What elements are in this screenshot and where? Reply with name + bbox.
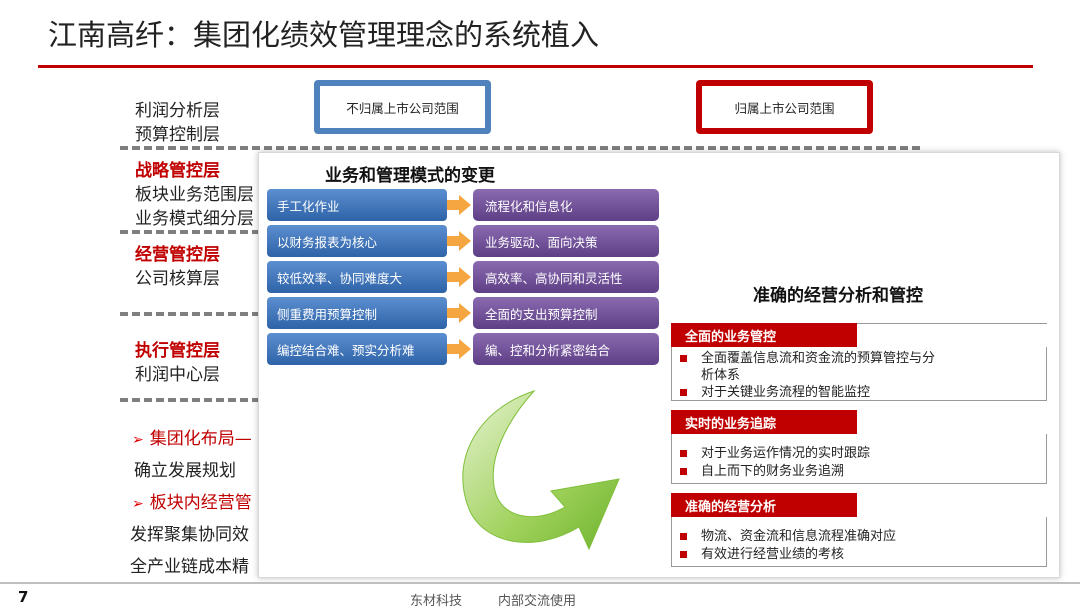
business-model-change-panel: 业务和管理模式的变更 手工化作业 流程化和信息化 以财务报表为核心 业务驱动、面… bbox=[258, 152, 1060, 578]
orange-arrow-icon bbox=[447, 195, 471, 215]
strategy-layer-heading: 战略管控层 bbox=[135, 161, 220, 181]
green-curved-arrow-icon bbox=[462, 389, 620, 551]
new-mode-box: 业务驱动、面向决策 bbox=[473, 225, 659, 257]
old-mode-box: 以财务报表为核心 bbox=[267, 225, 447, 257]
square-bullet-icon bbox=[680, 389, 687, 396]
execution-layer-heading: 执行管控层 bbox=[135, 341, 220, 361]
square-bullet-icon bbox=[680, 468, 687, 475]
page-title: 江南高纤：集团化绩效管理理念的系统植入 bbox=[48, 18, 600, 52]
square-bullet-icon bbox=[680, 551, 687, 558]
scope-label: 归属上市公司范围 bbox=[734, 100, 835, 116]
square-bullet-icon bbox=[680, 355, 687, 362]
list-item: 有效进行经营业绩的考核 bbox=[680, 543, 844, 562]
section-box: 物流、资金流和信息流程准确对应 有效进行经营业绩的考核 bbox=[671, 517, 1047, 567]
new-mode-box: 编、控和分析紧密结合 bbox=[473, 333, 659, 365]
bullet-item: ➢ 板块内经营管 bbox=[132, 488, 252, 513]
dashed-divider bbox=[120, 146, 920, 150]
bullet-item: ➢ 集团化布局— bbox=[132, 424, 252, 449]
square-bullet-icon bbox=[680, 533, 687, 540]
list-item-text: 对于业务运作情况的实时跟踪 bbox=[701, 446, 871, 461]
scope-label: 不归属上市公司范围 bbox=[346, 100, 459, 116]
old-mode-box: 较低效率、协同难度大 bbox=[267, 261, 447, 293]
dashed-divider bbox=[120, 312, 260, 316]
list-item-continuation: 析体系 bbox=[701, 368, 741, 383]
footer-divider bbox=[0, 582, 1080, 584]
old-mode-box: 手工化作业 bbox=[267, 189, 447, 221]
list-item-text: 物流、资金流和信息流程准确对应 bbox=[701, 529, 897, 544]
bullet-text: 集团化布局— bbox=[149, 429, 252, 449]
layer-label: 公司核算层 bbox=[135, 269, 220, 289]
old-mode-box: 编控结合难、预实分析难 bbox=[267, 333, 447, 365]
new-mode-box: 全面的支出预算控制 bbox=[473, 297, 659, 329]
list-line: 全产业链成本精 bbox=[130, 557, 249, 577]
list-item: 物流、资金流和信息流程准确对应 bbox=[680, 525, 896, 544]
list-item: 对于关键业务流程的智能监控 bbox=[680, 381, 870, 400]
arrow-bullet-icon: ➢ bbox=[132, 496, 144, 512]
right-section-title: 准确的经营分析和管控 bbox=[753, 286, 923, 306]
dashed-divider bbox=[120, 230, 260, 234]
footer-note: 内部交流使用 bbox=[498, 594, 577, 609]
list-item-text: 对于关键业务流程的智能监控 bbox=[701, 385, 871, 400]
orange-arrow-icon bbox=[447, 267, 471, 287]
title-divider bbox=[38, 65, 1033, 68]
list-item: 对于业务运作情况的实时跟踪 bbox=[680, 442, 870, 461]
list-line: 确立发展规划 bbox=[134, 461, 236, 481]
new-mode-box: 流程化和信息化 bbox=[473, 189, 659, 221]
listed-scope-box: 归属上市公司范围 bbox=[696, 80, 873, 134]
panel-title: 业务和管理模式的变更 bbox=[325, 166, 495, 186]
orange-arrow-icon bbox=[447, 339, 471, 359]
orange-arrow-icon bbox=[447, 231, 471, 251]
old-mode-box: 侧重费用预算控制 bbox=[267, 297, 447, 329]
layer-label: 利润中心层 bbox=[135, 365, 220, 385]
layer-label: 板块业务范围层 bbox=[135, 185, 254, 205]
operation-layer-heading: 经营管控层 bbox=[135, 245, 220, 265]
page-number: 7 bbox=[18, 588, 29, 606]
footer-company: 东材科技 bbox=[410, 594, 463, 609]
bullet-text: 板块内经营管 bbox=[149, 493, 252, 513]
section-box: 全面覆盖信息流和资金流的预算管控与分 析体系 对于关键业务流程的智能监控 bbox=[671, 347, 1047, 401]
orange-arrow-icon bbox=[447, 303, 471, 323]
square-bullet-icon bbox=[680, 450, 687, 457]
list-item: 全面覆盖信息流和资金流的预算管控与分 bbox=[680, 347, 935, 366]
list-item-text: 自上而下的财务业务追溯 bbox=[701, 464, 845, 479]
list-item-text: 有效进行经营业绩的考核 bbox=[701, 547, 845, 562]
arrow-bullet-icon: ➢ bbox=[132, 432, 144, 448]
new-mode-box: 高效率、高协同和灵活性 bbox=[473, 261, 659, 293]
layer-label: 业务模式细分层 bbox=[135, 209, 254, 229]
section-rule bbox=[857, 323, 1047, 324]
list-item-text: 全面覆盖信息流和资金流的预算管控与分 bbox=[701, 351, 936, 366]
section-heading: 全面的业务管控 bbox=[671, 323, 857, 347]
section-box: 对于业务运作情况的实时跟踪 自上而下的财务业务追溯 bbox=[671, 434, 1047, 484]
section-heading: 实时的业务追踪 bbox=[671, 410, 857, 434]
list-item: 自上而下的财务业务追溯 bbox=[680, 460, 844, 479]
non-listed-scope-box: 不归属上市公司范围 bbox=[314, 80, 491, 134]
layer-label: 预算控制层 bbox=[135, 125, 220, 145]
section-heading: 准确的经营分析 bbox=[671, 493, 857, 517]
dashed-divider bbox=[120, 398, 260, 402]
layer-label: 利润分析层 bbox=[135, 101, 220, 121]
list-line: 发挥聚集协同效 bbox=[130, 525, 249, 545]
